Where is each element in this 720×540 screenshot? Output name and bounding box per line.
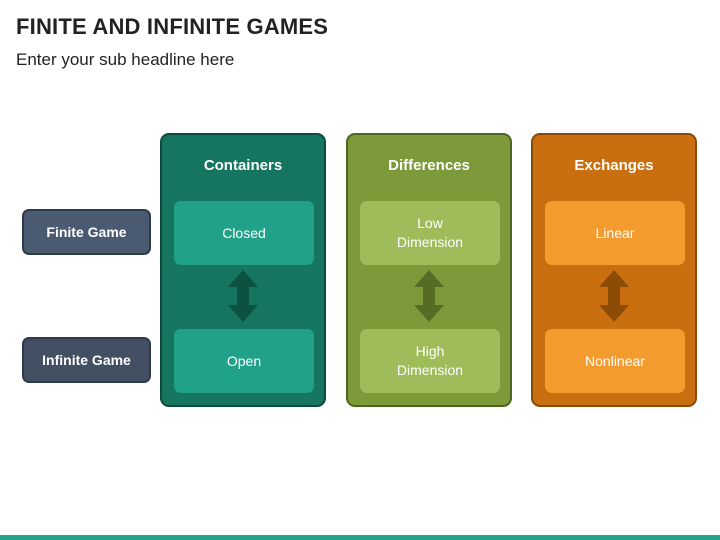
cell-label: High Dimension [396,343,464,378]
column-exchanges: Exchanges Linear Nonlinear [531,133,697,407]
cell-label: Linear [595,224,635,241]
column-title-exchanges: Exchanges [574,157,654,174]
cell-exchanges-finite: Linear [545,201,685,265]
cell-label: Closed [222,224,266,241]
double-arrow-icon [599,270,629,322]
page-subtitle: Enter your sub headline here [16,50,235,69]
footer-accent-bar [0,535,720,540]
page-title: FINITE AND INFINITE GAMES [16,14,329,39]
cell-differences-infinite: High Dimension [360,329,500,393]
cell-exchanges-infinite: Nonlinear [545,329,685,393]
column-differences: Differences Low Dimension High Dimension [346,133,512,407]
cell-label: Low Dimension [396,215,464,250]
cell-label: Nonlinear [585,352,645,369]
row-label-finite-game: Finite Game [22,209,151,255]
column-title-containers: Containers [203,157,283,174]
cell-differences-finite: Low Dimension [360,201,500,265]
double-arrow-icon [414,270,444,322]
double-arrow-icon [228,270,258,322]
column-title-differences: Differences [388,157,470,174]
cell-containers-finite: Closed [174,201,314,265]
cell-label: Open [226,352,262,369]
cell-containers-infinite: Open [174,329,314,393]
column-containers: Containers Closed Open [160,133,326,407]
row-label-infinite-game: Infinite Game [22,337,151,383]
